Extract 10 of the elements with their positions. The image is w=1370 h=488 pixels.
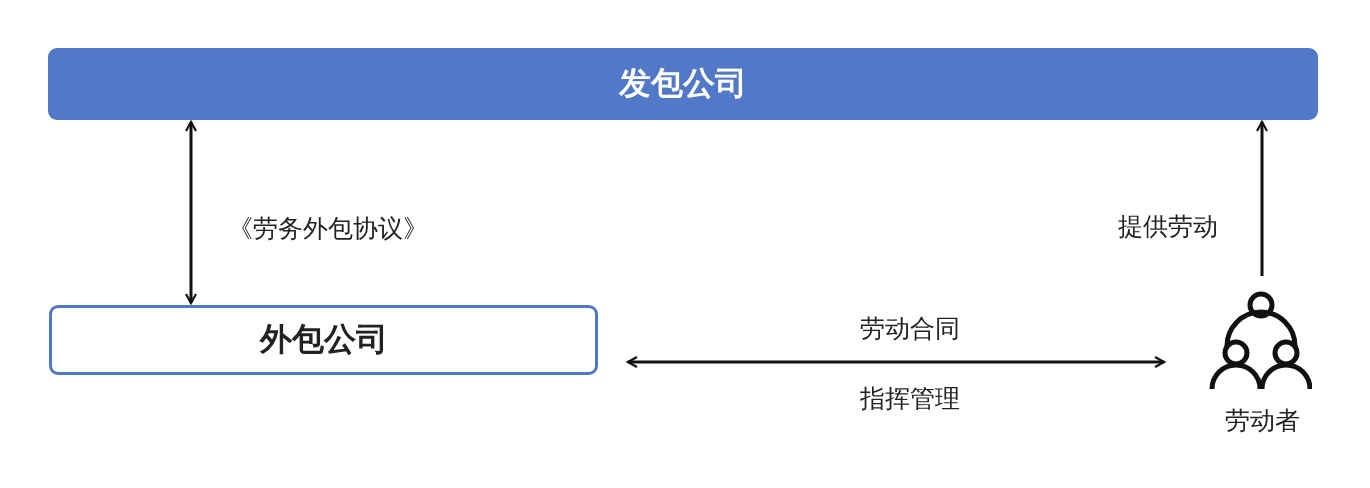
edge-label: 《劳务外包协议》 (228, 213, 428, 245)
title-band: 发包公司 (48, 48, 1318, 120)
note-text: 指挥管理 (860, 383, 960, 415)
edge-label: 提供劳动 (1118, 211, 1218, 243)
edge-label: 劳动合同 (860, 313, 960, 345)
arrow (184, 120, 198, 305)
company-box: 外包公司 (49, 305, 598, 375)
arrow (626, 355, 1166, 369)
arrow (1255, 120, 1269, 276)
node-label: 劳动者 (1223, 405, 1301, 437)
